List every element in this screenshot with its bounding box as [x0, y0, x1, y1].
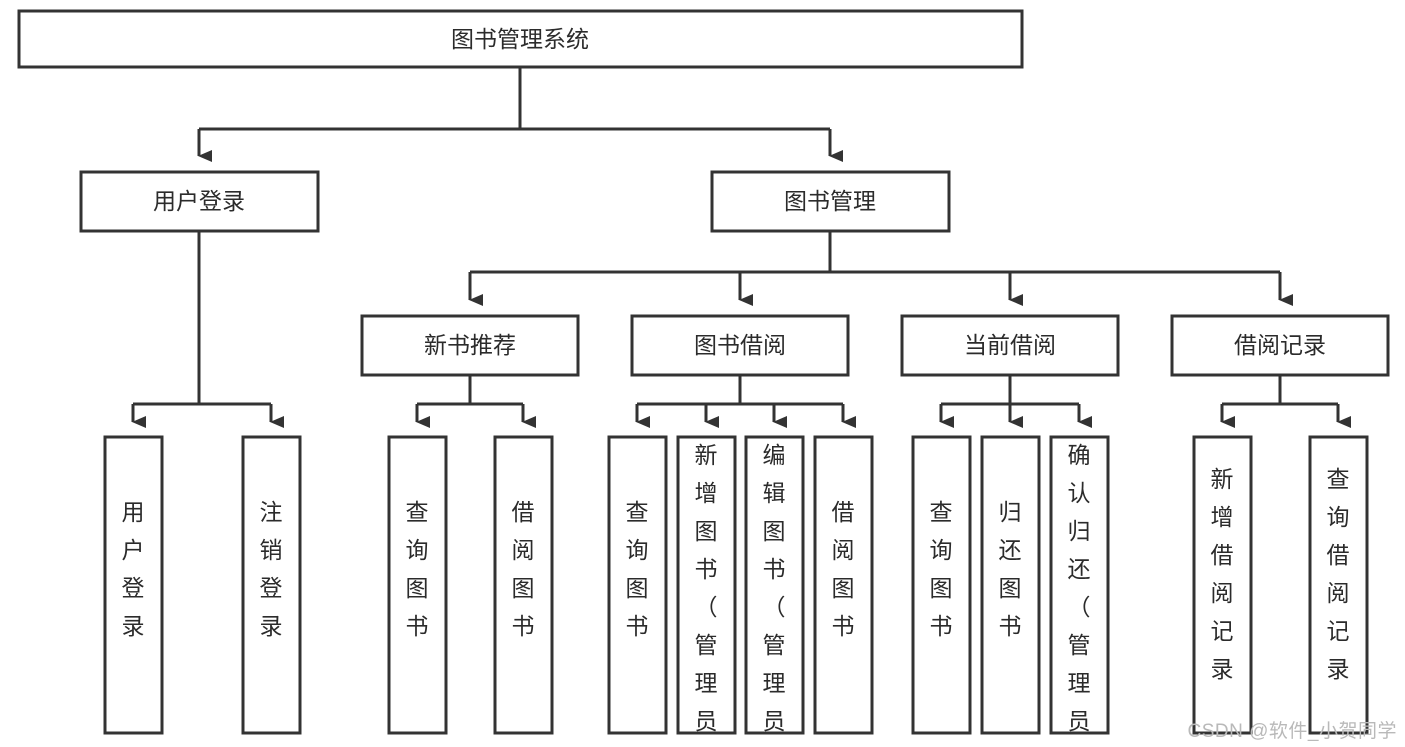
leaf-return-book[interactable]: 归还图书 — [980, 435, 1041, 735]
leaf-borrow-book-2[interactable]: 借阅图书 — [813, 435, 874, 735]
leaf-query-borrow-record-label: 查询借阅记录 — [1327, 466, 1350, 682]
leaf-confirm-return-admin-label: 确认归还（管理员） — [1068, 442, 1091, 747]
node-borrow-record[interactable]: 借阅记录 — [1170, 314, 1390, 377]
connector-userlogin-to-leaves — [131, 231, 284, 428]
connector-bookmanage-to-level3 — [468, 231, 1293, 306]
connector-layer — [131, 67, 1351, 428]
node-user-login-label: 用户登录 — [153, 188, 245, 214]
leaf-borrow-book-1[interactable]: 借阅图书 — [493, 435, 554, 735]
leaf-query-book-3[interactable]: 查询图书 — [911, 435, 972, 735]
leaf-user-login[interactable]: 用户登录 — [103, 435, 164, 735]
node-new-book-recommend-label: 新书推荐 — [424, 332, 516, 358]
node-book-management[interactable]: 图书管理 — [710, 170, 951, 233]
leaf-borrow-book-1-label: 借阅图书 — [512, 499, 535, 639]
leaf-query-book-3-label: 查询图书 — [930, 499, 953, 639]
node-book-borrow-label: 图书借阅 — [694, 332, 786, 358]
leaf-return-book-label: 归还图书 — [999, 499, 1022, 639]
connector-bookborrow-to-leaves — [635, 375, 856, 428]
connector-currentborrow-to-leaves — [939, 375, 1092, 428]
node-new-book-recommend[interactable]: 新书推荐 — [360, 314, 580, 377]
leaf-query-book-2-label: 查询图书 — [626, 499, 649, 639]
leaf-logout-label: 注销登录 — [260, 499, 283, 639]
leaf-query-book-1[interactable]: 查询图书 — [387, 435, 448, 735]
node-book-borrow[interactable]: 图书借阅 — [630, 314, 850, 377]
node-root-label: 图书管理系统 — [451, 26, 589, 52]
leaf-user-login-label: 用户登录 — [122, 499, 145, 639]
leaf-query-book-1-label: 查询图书 — [406, 499, 429, 639]
node-borrow-record-label: 借阅记录 — [1234, 332, 1326, 358]
leaf-edit-book-admin[interactable]: 编辑图书（管理员） — [744, 435, 805, 747]
node-root-book-management-system[interactable]: 图书管理系统 — [17, 9, 1024, 69]
leaf-confirm-return-admin[interactable]: 确认归还（管理员） — [1049, 435, 1110, 747]
leaf-edit-book-admin-label: 编辑图书（管理员） — [763, 442, 786, 747]
node-current-borrow[interactable]: 当前借阅 — [900, 314, 1120, 377]
leaf-logout[interactable]: 注销登录 — [241, 435, 302, 735]
leaf-add-borrow-record-label: 新增借阅记录 — [1211, 466, 1234, 682]
connector-root-to-level2 — [197, 67, 843, 162]
leaf-query-book-2[interactable]: 查询图书 — [607, 435, 668, 735]
node-user-login[interactable]: 用户登录 — [79, 170, 320, 233]
leaf-borrow-book-2-label: 借阅图书 — [832, 499, 855, 639]
node-current-borrow-label: 当前借阅 — [964, 332, 1056, 358]
leaf-add-book-admin-label: 新增图书（管理员） — [695, 442, 718, 747]
leaf-query-borrow-record[interactable]: 查询借阅记录 — [1308, 435, 1369, 735]
node-book-management-label: 图书管理 — [784, 188, 876, 214]
connector-newbook-to-leaves — [415, 375, 536, 428]
leaf-add-book-admin[interactable]: 新增图书（管理员） — [676, 435, 737, 747]
leaf-add-borrow-record[interactable]: 新增借阅记录 — [1192, 435, 1253, 735]
connector-borrowrecord-to-leaves — [1220, 375, 1351, 428]
